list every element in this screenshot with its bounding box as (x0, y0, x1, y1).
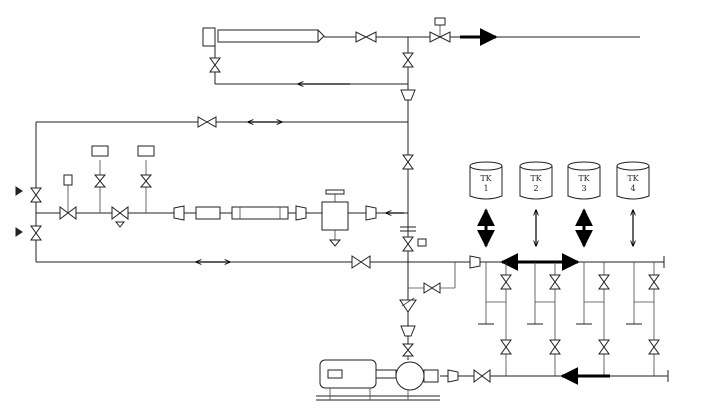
valve-top-left[interactable] (355, 31, 377, 43)
tank-3: TK 3 (567, 161, 601, 200)
svg-text:1: 1 (483, 184, 488, 193)
heat-exchanger (231, 206, 289, 220)
top-heater-line (202, 17, 640, 84)
valve-header-2[interactable] (402, 154, 414, 170)
branch-valves-upper[interactable] (500, 274, 660, 290)
tank-1: TK 1 (469, 161, 503, 200)
valve-bypass[interactable] (423, 282, 441, 294)
reducer-2 (400, 325, 416, 337)
branch-valves-lower[interactable] (500, 339, 660, 355)
control-valve-top[interactable] (429, 17, 451, 43)
svg-text:3: 3 (581, 184, 586, 193)
valve-header-3[interactable] (402, 236, 427, 252)
instrument-2 (137, 145, 155, 157)
heater-flange-left (202, 27, 216, 47)
pump-motor (316, 359, 491, 401)
strainer (321, 201, 349, 231)
svg-text:TK: TK (480, 174, 492, 183)
left-loop (15, 116, 408, 269)
instrument-1 (91, 145, 109, 157)
valve-pump-discharge[interactable] (473, 369, 491, 383)
valve-header-1[interactable] (402, 52, 414, 68)
svg-text:TK: TK (627, 174, 639, 183)
right-manifold (408, 253, 665, 376)
pump-casing (395, 361, 425, 391)
valve-process-2[interactable] (111, 206, 129, 220)
heater-body (217, 29, 319, 43)
tank-2: TK 2 (519, 161, 553, 200)
filter-1 (195, 206, 221, 220)
svg-text:TK: TK (530, 174, 542, 183)
valve-left-side-2[interactable] (15, 225, 42, 241)
reducer-1 (400, 89, 416, 101)
svg-text:2: 2 (533, 184, 538, 193)
valve-process-1[interactable] (59, 206, 77, 220)
tank-4: TK 4 (616, 161, 650, 200)
pump-branch (399, 262, 456, 357)
valve-left-top[interactable] (197, 116, 217, 128)
main-vertical-header (400, 37, 427, 360)
valve-pump-suction[interactable] (401, 343, 415, 357)
valve-left-bottom[interactable] (351, 255, 371, 269)
svg-text:TK: TK (578, 174, 590, 183)
valve-heater-drain[interactable] (209, 57, 221, 73)
valve-left-side-1[interactable] (15, 186, 42, 203)
svg-text:4: 4 (630, 184, 635, 193)
